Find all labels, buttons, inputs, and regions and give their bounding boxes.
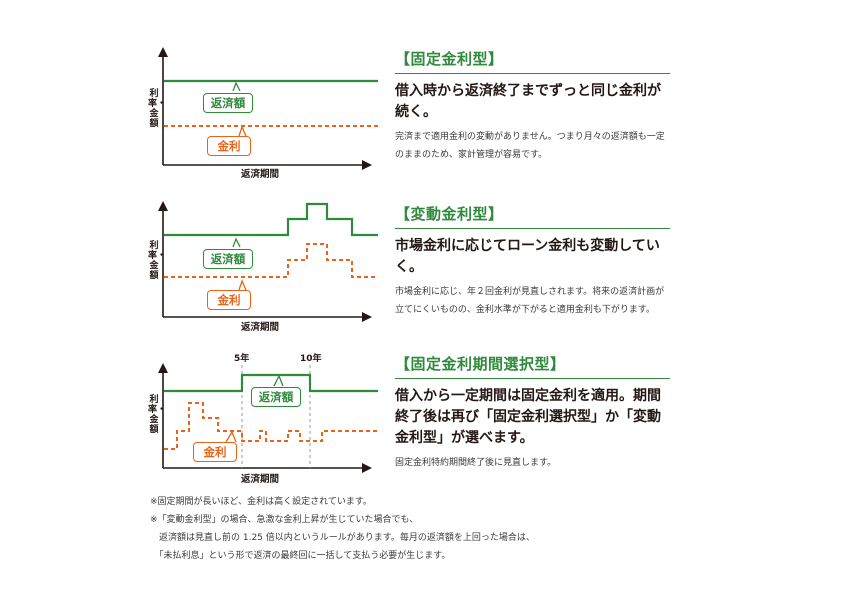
rate-line (164, 402, 378, 450)
rate-callout: 金利 (193, 442, 237, 462)
repayment-callout: 返済額 (203, 93, 253, 113)
callout-pointer (273, 374, 284, 387)
y-axis-arrow (158, 363, 168, 373)
y-axis-arrow (158, 201, 168, 211)
tick-5-year: 5年 (234, 354, 250, 364)
variable-rate-panel: 【変動金利型】 市場金利に応じてローン金利も変動していく。 市場金利に応じ、年２… (395, 203, 670, 319)
x-axis-label: 返済期間 (241, 474, 280, 485)
panel-lead: 借入時から返済終了までずっと同じ金利が続く。 (395, 83, 661, 120)
rate-callout: 金利 (207, 290, 251, 310)
callout-pointer (232, 81, 241, 92)
title-rule (395, 73, 670, 74)
panel-title: 【固定金利期間選択型】 (395, 355, 566, 373)
x-axis-arrow (362, 312, 372, 322)
x-axis-label: 返済期間 (241, 169, 280, 180)
repayment-callout: 返済額 (203, 249, 253, 269)
fixed-period-graph (158, 363, 378, 473)
footnote: 返済額は見直し前の 1.25 倍以内というルールがあります。毎月の返済額を上回っ… (150, 533, 535, 543)
repayment-line (164, 373, 378, 393)
repayment-callout: 返済額 (251, 387, 301, 407)
footnote: ※「変動金利型」の場合、急激な金利上昇が生じていた場合でも、 (150, 515, 419, 525)
rate-callout: 金利 (207, 136, 251, 156)
y-axis-label: 利率・金額 (148, 395, 167, 435)
rate-line (164, 243, 378, 278)
callout-pointer (225, 430, 237, 443)
fixed-rate-panel: 【固定金利型】 借入時から返済終了までずっと同じ金利が続く。 完済まで適用金利の… (395, 48, 670, 164)
repayment-line (164, 202, 378, 237)
variable-rate-graph (158, 201, 378, 322)
callout-pointer (238, 279, 247, 291)
panel-lead: 借入から一定期間は固定金利を適用。期間終了後は再び「固定金利選択型」か「変動金利… (395, 388, 661, 446)
variable-rate-diagram: 利率・金額 返済期間 返済額 金利 (0, 195, 400, 360)
panel-body: 完済まで適用金利の変動がありません。つまり月々の返済額も一定のままのため、家計管… (395, 132, 665, 160)
callout-pointer (232, 237, 241, 248)
footnotes: ※固定期間が長いほど、金利は高く設定されています。 ※「変動金利型」の場合、急激… (150, 493, 535, 565)
footnote: 「未払利息」という形で返済の最終回に一括して支払う必要が生じます。 (150, 551, 451, 561)
callout-pointer (238, 125, 247, 137)
x-axis-arrow (362, 463, 372, 473)
title-rule (395, 228, 670, 229)
fixed-rate-diagram: 利率・金額 返済期間 返済額 金利 (0, 45, 400, 210)
tick-10-year: 10年 (300, 354, 322, 364)
title-rule (395, 378, 670, 379)
panel-title: 【固定金利型】 (395, 50, 504, 68)
y-axis-label: 利率・金額 (148, 241, 167, 281)
fixed-period-diagram: 5年 10年 利率・金額 返済期間 返済額 金利 (0, 345, 400, 510)
x-axis-arrow (362, 160, 372, 170)
panel-lead: 市場金利に応じてローン金利も変動していく。 (395, 238, 660, 275)
footnote: ※固定期間が長いほど、金利は高く設定されています。 (150, 497, 372, 507)
panel-title: 【変動金利型】 (395, 205, 504, 223)
x-axis-label: 返済期間 (241, 322, 280, 333)
fixed-rate-graph (158, 47, 378, 170)
panel-body: 固定金利特約期間終了後に見直します。 (395, 458, 557, 468)
fixed-period-panel: 【固定金利期間選択型】 借入から一定期間は固定金利を適用。期間終了後は再び「固定… (395, 353, 670, 472)
y-axis-arrow (158, 47, 168, 57)
panel-body: 市場金利に応じ、年２回金利が見直しされます。将来の返済計画が立てにくいものの、金… (395, 287, 665, 315)
y-axis-label: 利率・金額 (148, 89, 167, 129)
